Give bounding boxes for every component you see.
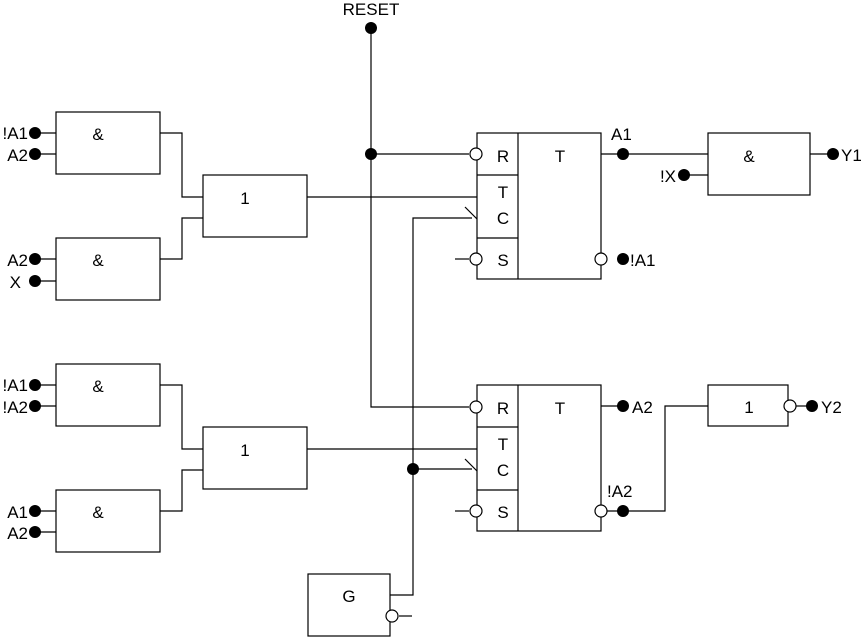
input-stubs	[35, 132, 56, 533]
in-a2-4-label: A2	[7, 524, 28, 543]
clock-junction	[407, 463, 419, 475]
y1-terminal	[827, 148, 839, 160]
and-gate-4: &	[55, 489, 161, 553]
ff1-c-label: C	[497, 209, 509, 228]
reset-junction	[365, 148, 377, 160]
and4-to-or2-wire	[160, 469, 203, 512]
and3-to-or2-wire	[160, 384, 203, 450]
clock-wire	[390, 217, 472, 596]
stub	[35, 132, 56, 533]
and1-to-or1-wire	[160, 132, 203, 198]
ff1-s-ring	[469, 252, 483, 266]
ff1-dividers	[477, 133, 519, 279]
in-a2-2-label: A2	[7, 251, 28, 270]
terminal-dots	[29, 22, 839, 538]
flipflop-2: R T T C S	[476, 384, 602, 532]
in-x-label: X	[10, 273, 21, 292]
or-gate-1-label: 1	[240, 189, 249, 208]
ff2-q-terminal	[617, 400, 629, 412]
ff2-q-label: A2	[632, 398, 653, 417]
in-a2-2-terminal	[29, 253, 41, 265]
ff1-type-label: T	[555, 147, 565, 166]
and-gate-out: &	[707, 132, 811, 196]
and-gate-1-label: &	[92, 125, 104, 144]
ff2-s-label: S	[497, 503, 508, 522]
not-x-terminal	[678, 169, 690, 181]
flipflop-1: R T T C S	[476, 132, 602, 280]
or-gate-2: 1	[202, 426, 308, 490]
in-a2-4-terminal	[29, 526, 41, 538]
ff1-nq-label: !A1	[630, 251, 656, 270]
and-gate-3-label: &	[92, 377, 104, 396]
inverter-gate: 1	[707, 384, 789, 427]
inverter-output-ring	[783, 399, 797, 413]
ff2-nq-ring	[594, 504, 608, 518]
ff1-nq-ring	[594, 252, 608, 266]
ff1-r-ring	[469, 147, 483, 161]
inverter-gate-label: 1	[744, 398, 753, 417]
and-gate-3: &	[55, 363, 161, 427]
y2-terminal	[806, 400, 818, 412]
and-gate-2-label: &	[92, 251, 104, 270]
not-x-label: !X	[660, 167, 676, 186]
ff2-t-label: T	[498, 435, 508, 454]
in-not-a2-3-label: !A2	[2, 398, 28, 417]
or-gate-1: 1	[202, 174, 308, 238]
ff1-nq-terminal	[617, 253, 629, 265]
ff2-nq-to-inv-wire	[607, 405, 708, 512]
ff1-r-label: R	[497, 147, 509, 166]
and-gate-out-label: &	[743, 147, 755, 166]
and2-to-or1-wire	[160, 217, 203, 260]
generator-output-ring	[385, 609, 399, 623]
and-gate-1: &	[55, 111, 161, 175]
ff2-c-label: C	[497, 461, 509, 480]
ff2-s-ring	[469, 504, 483, 518]
signal-labels: RESET !A1 A2 A2 X !A1 !A2 A1 A2 A1 !A1 !…	[2, 0, 861, 543]
generator: G	[307, 573, 391, 637]
in-a2-1-terminal	[29, 148, 41, 160]
ff1-s-label: S	[497, 251, 508, 270]
in-x-terminal	[29, 275, 41, 287]
and-gate-2: &	[55, 237, 161, 301]
ff2-type-label: T	[555, 399, 565, 418]
ff2-nq-label: !A2	[607, 482, 633, 501]
generator-label: G	[342, 587, 355, 606]
reset-terminal	[365, 22, 377, 34]
y2-label: Y2	[821, 398, 842, 417]
ff2-r-label: R	[497, 399, 509, 418]
and-gate-4-label: &	[92, 503, 104, 522]
inversion-rings	[385, 147, 797, 623]
in-not-a1-1-terminal	[29, 127, 41, 139]
ff1-q-label: A1	[611, 125, 632, 144]
y1-label: Y1	[841, 146, 862, 165]
ff2-nq-terminal	[617, 505, 629, 517]
in-a1-4-terminal	[29, 505, 41, 517]
wires	[160, 28, 833, 617]
reset-label: RESET	[343, 0, 400, 19]
ff1-t-label: T	[498, 183, 508, 202]
in-a2-1-label: A2	[7, 146, 28, 165]
ff2-dividers	[477, 385, 519, 531]
in-not-a1-1-label: !A1	[2, 124, 28, 143]
in-not-a2-3-terminal	[29, 400, 41, 412]
in-a1-4-label: A1	[7, 503, 28, 522]
in-not-a1-3-label: !A1	[2, 376, 28, 395]
or-gate-2-label: 1	[240, 441, 249, 460]
ff1-q-terminal	[617, 148, 629, 160]
ff2-r-ring	[469, 400, 483, 414]
in-not-a1-3-terminal	[29, 379, 41, 391]
